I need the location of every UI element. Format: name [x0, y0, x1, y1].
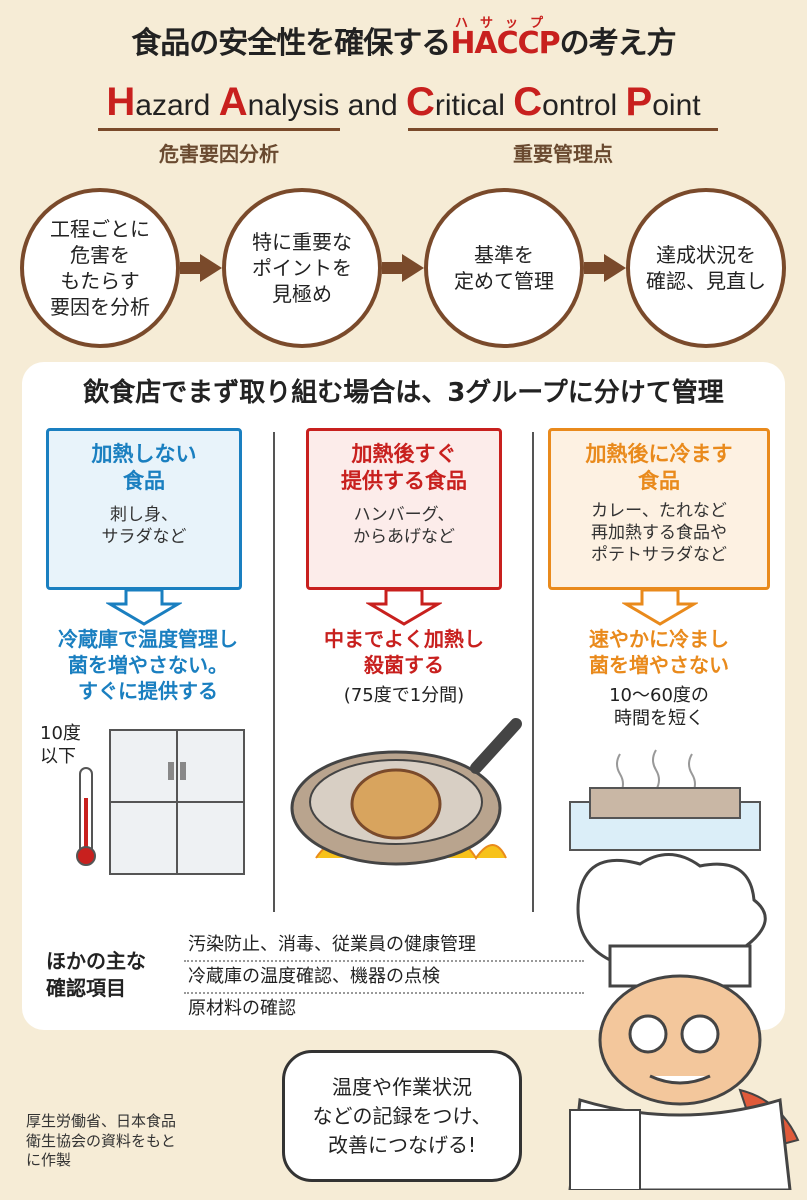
groups-panel-title: 飲食店でまず取り組む場合は、3グループに分けて管理: [83, 378, 724, 408]
group-no-heat-temp-note: 10度 以下: [40, 723, 81, 768]
group-serve-hot-temp-note: (75度で1分間): [343, 685, 465, 706]
critical-control-point-label: 重要管理点: [513, 142, 613, 166]
other-checks-label: ほかの主な 確認項目: [46, 949, 146, 1000]
group-serve-hot-box: 加熱後すぐ 提供する食品 ハンバーグ、 からあげなど: [306, 428, 502, 590]
refrigerator-icon: [76, 729, 245, 875]
check-item: 原材料の確認: [188, 998, 296, 1019]
haccp-ruby: ハサップ: [454, 16, 555, 31]
group-serve-hot-arrow-icon: [366, 590, 442, 626]
group-no-heat-title: 加熱しない 食品: [91, 442, 197, 494]
step-arrow-3-icon: [604, 254, 626, 282]
step-arrow-1-shaft: [180, 262, 202, 274]
check-item: 汚染防止、消毒、従業員の健康管理: [184, 930, 584, 962]
step-4-circle: 達成状況を 確認、見直し: [626, 188, 786, 348]
step-3-circle: 基準を 定めて管理: [424, 188, 584, 348]
acronym-expansion: Hazard Analysis and Critical Control Poi…: [106, 80, 701, 124]
cooling-tray-icon: [569, 749, 761, 851]
step-arrow-2-icon: [402, 254, 424, 282]
group-cool-temp-note: 10〜60度の 時間を短く: [609, 685, 709, 730]
step-arrow-2-shaft: [382, 262, 404, 274]
group-no-heat-examples: 刺し身、 サラダなど: [101, 504, 187, 547]
other-checks-list: 汚染防止、消毒、従業員の健康管理 冷蔵庫の温度確認、機器の点検 原材料の確認: [184, 930, 584, 1024]
group-serve-hot-examples: ハンバーグ、 からあげなど: [353, 504, 455, 547]
frying-pan-icon: [290, 718, 522, 866]
speech-bubble: 温度や作業状況 などの記録をつけ、 改善につなげる!: [282, 1050, 522, 1182]
step-2-circle: 特に重要な ポイントを 見極め: [222, 188, 382, 348]
group-no-heat-arrow-icon: [106, 590, 182, 626]
group-divider-1: [273, 432, 275, 912]
group-no-heat-action: 冷蔵庫で温度管理し 菌を増やさない。 すぐに提供する: [58, 627, 238, 703]
group-serve-hot-action: 中までよく加熱し 殺菌する: [324, 627, 484, 677]
chef-illustration-icon: [568, 853, 800, 1190]
group-divider-2: [532, 432, 534, 912]
group-cool-box: 加熱後に冷ます 食品 カレー、たれなど 再加熱する食品や ポテトサラダなど: [548, 428, 770, 590]
hazard-analysis-label: 危害要因分析: [159, 142, 279, 166]
group-cool-title: 加熱後に冷ます 食品: [585, 442, 733, 494]
group-serve-hot-title: 加熱後すぐ 提供する食品: [341, 442, 467, 494]
step-1-circle: 工程ごとに 危害を もたらす 要因を分析: [20, 188, 180, 348]
check-item: 冷蔵庫の温度確認、機器の点検: [184, 962, 584, 994]
group-cool-examples: カレー、たれなど 再加熱する食品や ポテトサラダなど: [591, 500, 727, 565]
group-cool-action: 速やかに冷まし 菌を増やさない: [589, 627, 729, 677]
hazard-analysis-underline: [98, 128, 340, 131]
step-arrow-1-icon: [200, 254, 222, 282]
step-arrow-3-shaft: [584, 262, 606, 274]
source-note: 厚生労働省、日本食品 衛生協会の資料をもと に作製: [26, 1112, 177, 1169]
group-no-heat-box: 加熱しない 食品 刺し身、 サラダなど: [46, 428, 242, 590]
critical-control-point-underline: [408, 128, 718, 131]
group-cool-arrow-icon: [622, 590, 698, 626]
